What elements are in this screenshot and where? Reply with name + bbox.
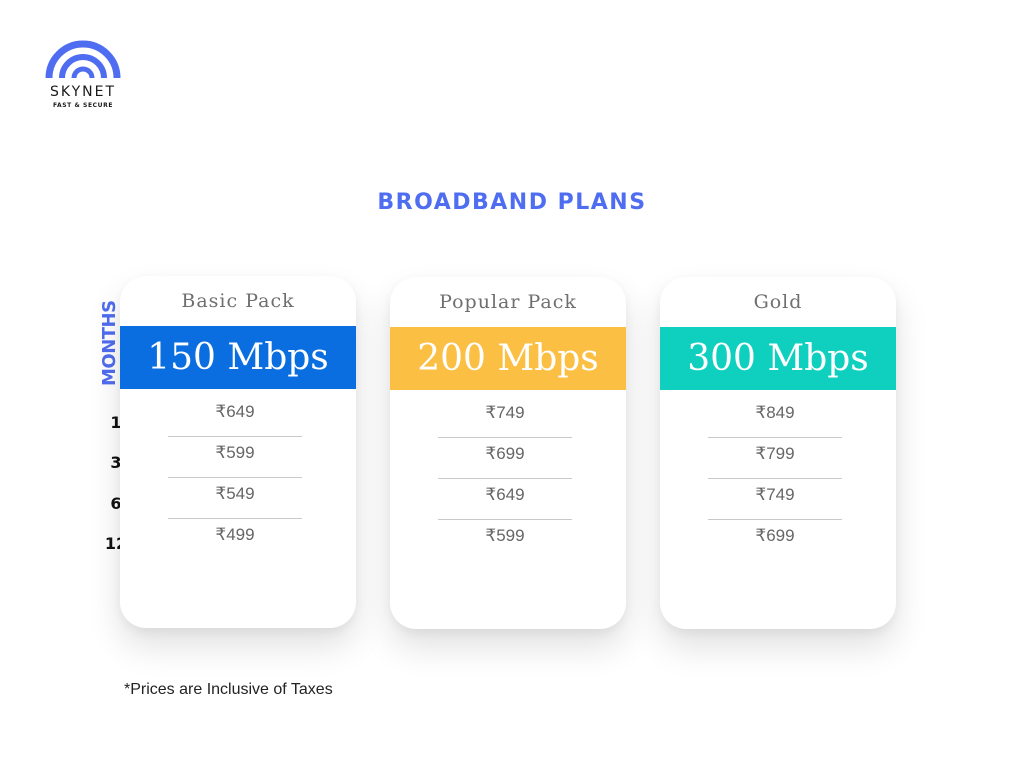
plan-card-popular[interactable]: Popular Pack 200 Mbps ₹749 ₹699 ₹649 ₹59…	[390, 277, 626, 629]
month-value: 3	[110, 453, 122, 472]
plan-name: Basic Pack	[181, 290, 295, 312]
price-item: ₹599	[485, 526, 525, 545]
brand-name: SKYNET	[50, 84, 116, 100]
price-item: ₹649	[438, 479, 572, 520]
month-value: 1	[110, 413, 122, 432]
plan-speed-bar: 200 Mbps	[390, 327, 626, 390]
price-item: ₹849	[708, 397, 842, 438]
price-item: ₹549	[168, 478, 302, 519]
price-item: ₹749	[708, 479, 842, 520]
price-list: ₹649 ₹599 ₹549 ₹499	[168, 396, 302, 559]
price-list: ₹849 ₹799 ₹749 ₹699	[708, 397, 842, 560]
price-item: ₹499	[215, 525, 255, 544]
plan-name: Gold	[753, 291, 803, 313]
plan-card-gold[interactable]: Gold 300 Mbps ₹849 ₹799 ₹749 ₹699	[660, 277, 896, 629]
price-item: ₹699	[755, 526, 795, 545]
plan-speed-bar: 150 Mbps	[120, 326, 356, 389]
price-list: ₹749 ₹699 ₹649 ₹599	[438, 397, 572, 560]
wifi-arch-icon	[45, 40, 121, 79]
plan-card-basic[interactable]: Basic Pack 150 Mbps ₹649 ₹599 ₹549 ₹499	[120, 276, 356, 628]
price-item: ₹699	[438, 438, 572, 479]
price-item: ₹749	[438, 397, 572, 438]
footnote: *Prices are Inclusive of Taxes	[124, 681, 333, 698]
brand-tagline: FAST & SECURE	[52, 102, 114, 109]
price-item: ₹799	[708, 438, 842, 479]
plan-name: Popular Pack	[439, 291, 577, 313]
price-item: ₹649	[168, 396, 302, 437]
month-value: 6	[110, 494, 122, 513]
logo: SKYNET FAST & SECURE	[36, 38, 130, 109]
page-title: BROADBAND PLANS	[377, 190, 647, 215]
price-item: ₹599	[168, 437, 302, 478]
plan-speed-bar: 300 Mbps	[660, 327, 896, 390]
